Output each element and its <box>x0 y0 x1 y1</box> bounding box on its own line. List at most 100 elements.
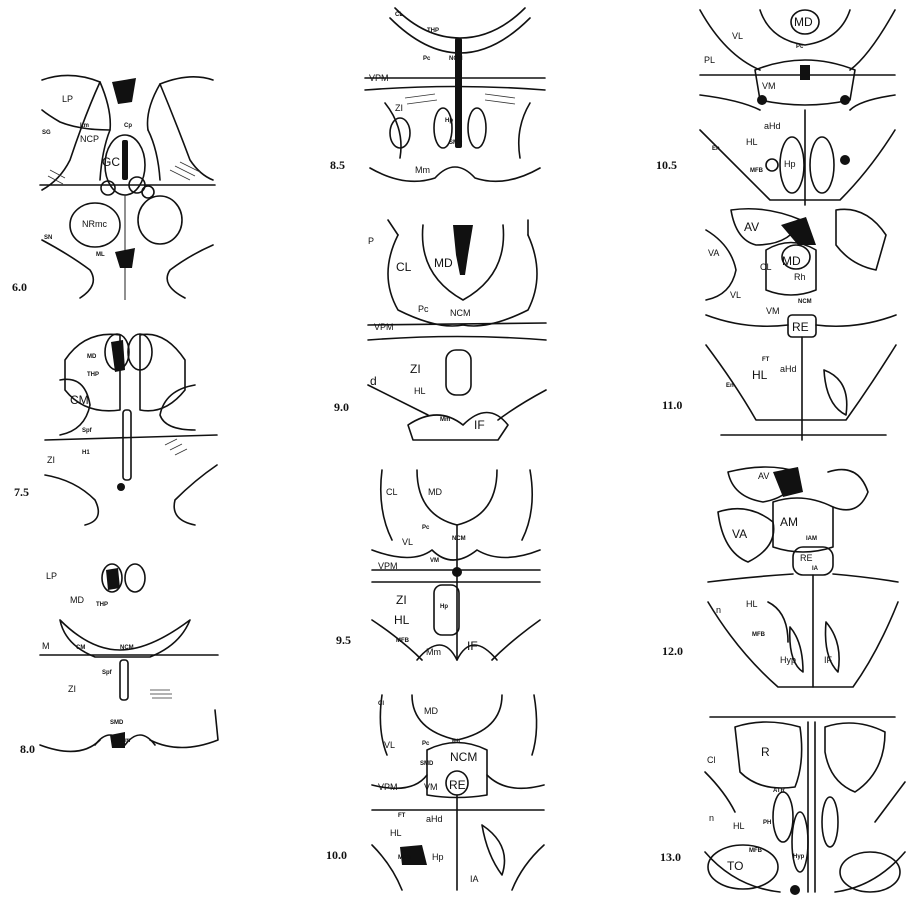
label-PL: PL <box>704 56 715 65</box>
label-HL: HL <box>394 614 409 626</box>
label-Hp: Hp <box>440 604 448 610</box>
label-Mm: Mm <box>415 166 430 175</box>
label-VA: VA <box>732 528 747 540</box>
label-MFB: MFB <box>396 638 409 644</box>
label-ZI: ZI <box>47 456 55 465</box>
section-7-5: MD THP CM Spf ZI H1 <box>45 330 217 530</box>
label-MD: MD <box>70 596 84 605</box>
level-label-12-0: 12.0 <box>662 644 683 659</box>
label-LP: LP <box>46 572 57 581</box>
label-Pc: Pc <box>418 305 429 314</box>
label-AM: AM <box>780 516 798 528</box>
label-VM: VM <box>424 783 438 792</box>
label-VA: VA <box>708 249 719 258</box>
label-Pc: Pc <box>422 741 429 747</box>
label-MD: MD <box>424 707 438 716</box>
label-GC: GC <box>102 156 120 168</box>
label-Rh: Rh <box>794 273 806 282</box>
label-SMD: SMD <box>420 761 433 767</box>
level-label-9-0: 9.0 <box>334 400 349 415</box>
section-12-0: AV AM VA IAM RE IA HL MFB Hyp IF n <box>708 462 898 692</box>
level-label-13-0: 13.0 <box>660 850 681 865</box>
label-Mm: Mm <box>440 417 450 423</box>
label-VL: VL <box>384 741 395 750</box>
label-Pc: Pc <box>422 525 429 531</box>
label-NCM: NCM <box>450 751 477 763</box>
label-VPM: VPM <box>378 562 398 571</box>
level-label-9-5: 9.5 <box>336 633 351 648</box>
section-8-5-drawing <box>365 8 545 190</box>
label-MD: MD <box>794 16 813 28</box>
section-6-0-drawing <box>40 70 215 300</box>
level-label-7-5: 7.5 <box>14 485 29 500</box>
label-MFB: MFB <box>750 168 763 174</box>
label-NCM: NCM <box>798 299 812 305</box>
section-9-5: CL MD Pc NCM VL VM VPM ZI HL Hp MFB Mm I… <box>372 470 540 668</box>
label-HL: HL <box>746 600 758 609</box>
label-MD: MD <box>782 255 801 267</box>
section-9-0: P CL MD Pc NCM VPM ZI HL Mm IF d <box>368 215 546 445</box>
label-d: d <box>370 375 377 387</box>
level-label-10-5: 10.5 <box>656 158 677 173</box>
label-AV: AV <box>758 472 769 481</box>
label-NCM: NCM <box>120 645 134 651</box>
label-RE: RE <box>800 554 813 563</box>
level-label-8-0: 8.0 <box>20 742 35 757</box>
label-THP: THP <box>96 602 108 608</box>
label-P: P <box>368 237 374 246</box>
label-IF: IF <box>467 640 478 652</box>
label-Pc: Pc <box>423 56 430 62</box>
label-Lm: Lm <box>80 123 89 129</box>
label-HL: HL <box>414 387 426 396</box>
label-IA: IA <box>812 566 818 572</box>
label-VL: VL <box>732 32 743 41</box>
label-aHd: aHd <box>780 365 797 374</box>
section-7-5-drawing <box>45 330 217 530</box>
label-CL: CL <box>396 261 411 273</box>
label-SN: SN <box>44 235 52 241</box>
label-ZI: ZI <box>410 363 421 375</box>
label-MD: MD <box>434 257 453 269</box>
label-CL: CL <box>760 263 772 272</box>
label-En: En <box>712 146 720 152</box>
label-MD: MD <box>87 354 96 360</box>
label-CL: CL <box>395 12 403 18</box>
section-8-0: LP MD THP CM NCM Spf ZI SMD Mm M <box>40 560 218 770</box>
label-ML: ML <box>96 252 105 258</box>
label-VM: VM <box>430 558 439 564</box>
level-label-11-0: 11.0 <box>662 398 682 413</box>
label-Hp: Hp <box>445 118 453 124</box>
label-MD: MD <box>428 488 442 497</box>
label-n: n <box>716 606 721 615</box>
section-11-0: AV VA MD CL Rh VL NCM VM RE aHd HL FT En <box>706 205 896 445</box>
label-NCP: NCP <box>80 135 99 144</box>
label-CL: CL <box>386 488 398 497</box>
label-PH: PH <box>763 820 771 826</box>
label-Spf: Spf <box>102 670 112 676</box>
label-Cp: Cp <box>124 123 132 129</box>
label-HL: HL <box>746 138 758 147</box>
label-Cl: Cl <box>707 756 716 765</box>
label-NRmc: NRmc <box>82 220 107 229</box>
label-IF: IF <box>824 656 832 665</box>
label-HL: HL <box>733 822 745 831</box>
label-VPM: VPM <box>374 323 394 332</box>
label-NCM: NCM <box>450 309 471 318</box>
label-Mm: Mm <box>426 648 441 657</box>
label-THP: THP <box>427 28 439 34</box>
label-VL: VL <box>402 538 413 547</box>
label-Hp: Hp <box>432 853 444 862</box>
level-label-8-5: 8.5 <box>330 158 345 173</box>
label-ZI: ZI <box>68 685 76 694</box>
level-label-10-0: 10.0 <box>326 848 347 863</box>
section-6-0: LP Lm Cp SG NCP GC NRmc SN ML <box>40 70 215 300</box>
label-FT: FT <box>398 813 405 819</box>
label-TO: TO <box>727 860 743 872</box>
label-RE: RE <box>449 779 466 791</box>
label-VPM: VPM <box>369 74 389 83</box>
label-IAM: IAM <box>806 536 817 542</box>
label-THP: THP <box>87 372 99 378</box>
section-12-0-drawing <box>708 462 898 692</box>
label-VM: VM <box>762 82 776 91</box>
label-Pc: Pc <box>796 44 803 50</box>
